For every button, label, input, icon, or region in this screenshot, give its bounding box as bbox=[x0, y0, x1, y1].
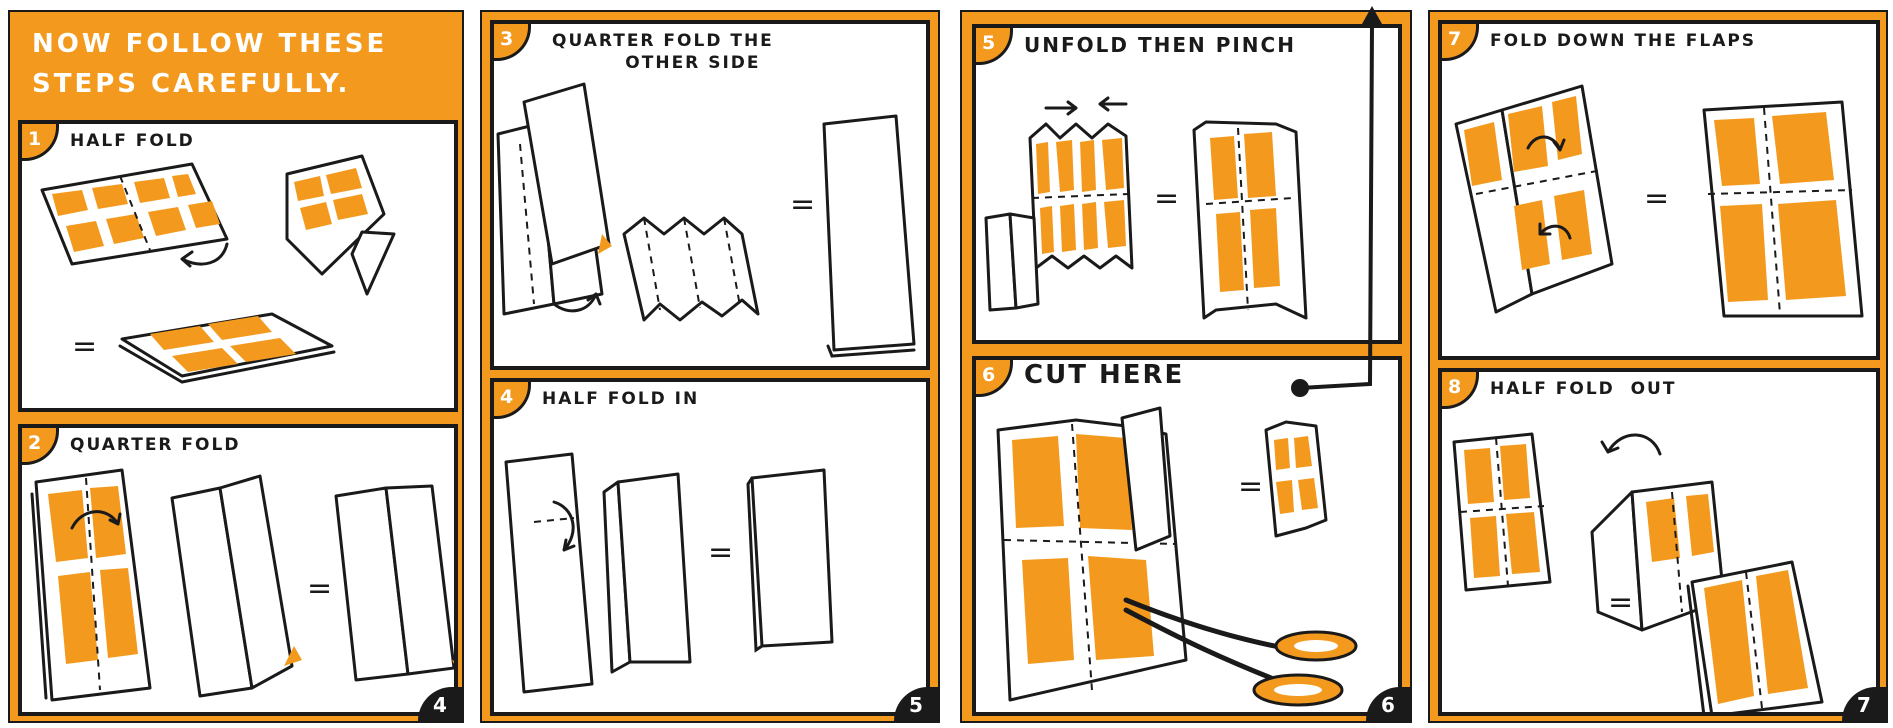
quarter-fold-other-side-illustration: = bbox=[494, 24, 930, 370]
equals-sign: = bbox=[708, 535, 733, 570]
step-title-3-line-2: OTHER SIDE bbox=[612, 52, 774, 74]
pinch-arrows-icon bbox=[1046, 98, 1126, 114]
panel-step-7: = 7 FOLD DOWN THE FLAPS bbox=[1438, 20, 1880, 360]
step-title-3-line-1: QUARTER FOLD THE bbox=[552, 30, 774, 52]
step-title-1: HALF FOLD bbox=[70, 130, 195, 152]
quarter-fold-illustration: = bbox=[22, 428, 458, 716]
fold-down-flaps-illustration: = bbox=[1442, 24, 1880, 360]
panel-step-8: = 8 HALF FOLD OUT bbox=[1438, 368, 1880, 716]
equals-sign: = bbox=[1238, 469, 1263, 504]
panel-step-3: = 3 QUARTER FOLD THE OTHER SIDE bbox=[490, 20, 930, 370]
intro-line-2: STEPS CAREFULLY. bbox=[32, 64, 387, 104]
step-title-3: QUARTER FOLD THE OTHER SIDE bbox=[552, 30, 774, 74]
panel-step-4: = 4 HALF FOLD IN bbox=[490, 378, 930, 716]
page-5: = 3 QUARTER FOLD THE OTHER SIDE = 4 HALF… bbox=[480, 10, 940, 723]
equals-sign: = bbox=[72, 329, 97, 364]
step-title-2: QUARTER FOLD bbox=[70, 434, 240, 456]
step-title-6: CUT HERE bbox=[1024, 364, 1184, 386]
step-title-5: UNFOLD THEN PINCH bbox=[1024, 34, 1296, 56]
step-title-7: FOLD DOWN THE FLAPS bbox=[1490, 30, 1756, 52]
equals-sign: = bbox=[1644, 181, 1669, 216]
curved-arrow-icon bbox=[1602, 435, 1660, 454]
equals-sign: = bbox=[790, 187, 815, 222]
page-7: = 7 FOLD DOWN THE FLAPS = 8 HALF FOLD OU… bbox=[1428, 10, 1888, 723]
half-fold-in-illustration: = bbox=[494, 382, 930, 716]
page-6: = 5 UNFOLD THEN PINCH = 6 bbox=[960, 10, 1412, 723]
unfold-then-pinch-illustration: = bbox=[976, 28, 1402, 344]
panel-step-2: = 2 QUARTER FOLD bbox=[18, 424, 458, 716]
intro-text: NOW FOLLOW THESE STEPS CAREFULLY. bbox=[32, 24, 387, 104]
panel-step-5: = 5 UNFOLD THEN PINCH bbox=[972, 24, 1402, 344]
page-4: NOW FOLLOW THESE STEPS CAREFULLY. = 1 HA… bbox=[8, 10, 464, 723]
half-fold-out-illustration: = bbox=[1442, 372, 1880, 716]
step-title-4: HALF FOLD IN bbox=[542, 388, 699, 410]
equals-sign: = bbox=[307, 571, 332, 606]
panel-step-1: = 1 HALF FOLD bbox=[18, 120, 458, 412]
cut-here-illustration: = bbox=[976, 360, 1402, 716]
intro-line-1: NOW FOLLOW THESE bbox=[32, 24, 387, 64]
equals-sign: = bbox=[1608, 585, 1633, 620]
equals-sign: = bbox=[1154, 181, 1179, 216]
panel-step-6: = 6 CUT HERE bbox=[972, 356, 1402, 716]
step-title-8: HALF FOLD OUT bbox=[1490, 378, 1676, 400]
half-fold-illustration: = bbox=[22, 124, 458, 412]
